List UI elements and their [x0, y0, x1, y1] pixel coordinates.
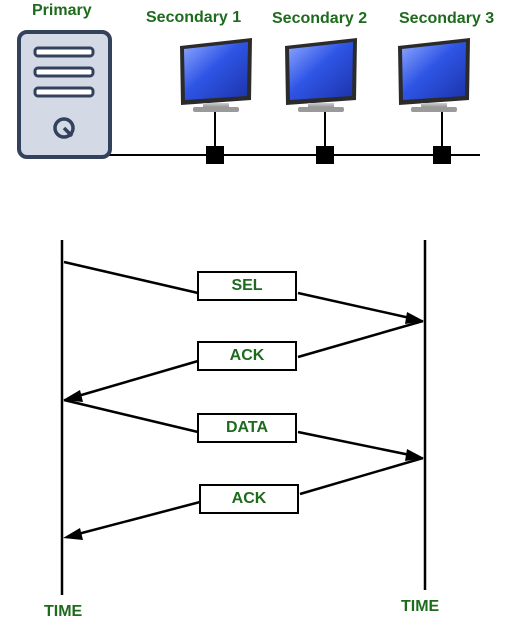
message-data-box: DATA — [197, 413, 297, 443]
secondary-1-label: Secondary 1 — [146, 9, 242, 26]
ack-arrow-2 — [63, 456, 424, 540]
secondary-time-label: TIME — [401, 598, 440, 615]
secondary-3-label: Secondary 3 — [399, 10, 495, 27]
secondary-2-label: Secondary 2 — [272, 10, 368, 27]
primary-time-label: TIME — [44, 603, 83, 620]
message-ack-box: ACK — [197, 341, 297, 371]
monitor-icon — [285, 38, 357, 112]
message-sel-box: SEL — [197, 271, 297, 301]
monitor-icon — [398, 38, 470, 112]
primary-label: Primary — [32, 2, 92, 19]
monitor-icon — [180, 38, 252, 112]
secondary-2-connector — [316, 146, 334, 164]
message-ack-box: ACK — [199, 484, 299, 514]
ack-arrow-1 — [63, 319, 424, 402]
secondary-1-connector — [206, 146, 224, 164]
server-icon — [17, 30, 112, 159]
secondary-3-connector — [433, 146, 451, 164]
